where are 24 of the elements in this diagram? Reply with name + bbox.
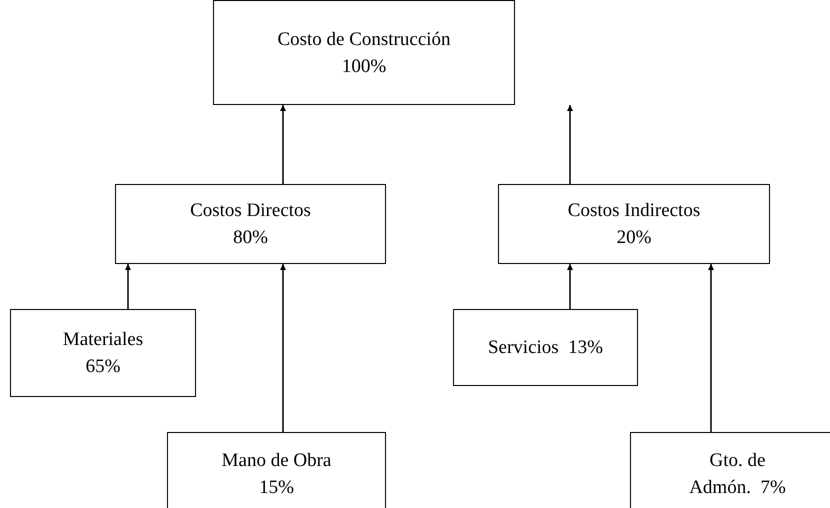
box-label: Servicios 13% <box>488 336 604 360</box>
box-label: Costos Indirectos <box>568 199 700 223</box>
cost-box <box>498 184 770 264</box>
box-label: 20% <box>616 226 652 250</box>
box-label: 80% <box>233 226 268 250</box>
box-label: Materiales <box>62 328 144 352</box>
arrow <box>280 264 286 432</box>
box-label: 100% <box>342 54 386 78</box>
box-label: Mano de Obra <box>222 449 332 473</box>
box-label: 65% <box>86 355 120 379</box>
arrow <box>280 105 286 184</box>
cost-box <box>115 184 386 264</box>
cost-box <box>453 309 638 386</box>
arrow <box>708 264 714 432</box>
arrow <box>567 264 573 309</box>
cost-box <box>10 309 196 397</box>
cost-box <box>213 0 515 105</box>
box-label: Costos Directos <box>190 199 311 223</box>
arrow <box>567 105 573 184</box>
box-label: Admón. 7% <box>689 476 786 500</box>
box-label: Costo de Construcción <box>277 28 451 52</box>
box-label: Gto. de <box>710 449 766 473</box>
box-label: 15% <box>259 476 294 500</box>
arrow <box>125 264 131 309</box>
